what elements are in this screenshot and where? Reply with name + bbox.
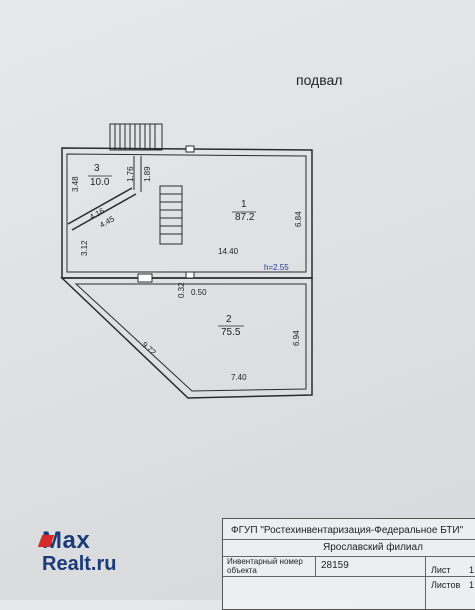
room-1-area: 87.2: [235, 212, 255, 223]
sheets-count: 1: [469, 580, 475, 590]
sheet-number: 1: [469, 565, 475, 575]
org-name: ФГУП "Ростехинвентаризация-Федеральное Б…: [231, 525, 464, 536]
sheets-label: Листов: [431, 580, 461, 590]
dim-0-32: 0.32: [177, 282, 186, 298]
room-1-number: 1: [241, 199, 247, 210]
watermark-max: Max: [42, 527, 91, 554]
dim-7-40: 7.40: [231, 373, 247, 382]
sheet-label: Лист: [431, 565, 451, 575]
top-opening: [185, 145, 195, 153]
watermark-logo: Max Realt.ru: [37, 527, 117, 576]
ceiling-height: h=2.55: [264, 263, 289, 272]
inventory-number: 28159: [321, 560, 349, 571]
floor-title: подвал: [296, 72, 343, 88]
inventory-label: Инвентарный номер объекта: [227, 557, 303, 575]
partition-wall-2: [71, 193, 137, 231]
dim-3-48: 3.48: [71, 176, 80, 192]
room-3-number: 3: [94, 163, 100, 174]
watermark-realt: Realt.ru: [42, 553, 117, 575]
door-opening: [137, 273, 153, 283]
room-3-area: 10.0: [90, 177, 110, 188]
lower-room-wall: [60, 277, 313, 399]
partition-wall: [67, 187, 133, 225]
room-2-area: 75.5: [221, 327, 241, 338]
branch-name: Ярославский филиал: [323, 542, 423, 553]
interior-stairs: [159, 185, 183, 245]
title-block-stamp: ФГУП "Ростехинвентаризация-Федеральное Б…: [222, 518, 475, 610]
dim-0-50: 0.50: [191, 288, 207, 297]
dim-1-76: 1.76: [126, 166, 135, 182]
dim-3-12: 3.12: [80, 240, 89, 256]
dim-6-94: 6.94: [292, 330, 301, 346]
dim-6-84: 6.84: [294, 211, 303, 227]
inner-wall: [66, 153, 307, 273]
dim-1-89: 1.89: [143, 166, 152, 182]
wall-opening: [185, 271, 195, 279]
lower-room-inner: [74, 283, 307, 392]
room-2-number: 2: [226, 314, 232, 325]
dim-14-40: 14.40: [218, 247, 239, 256]
entrance-stairs: [109, 123, 163, 151]
